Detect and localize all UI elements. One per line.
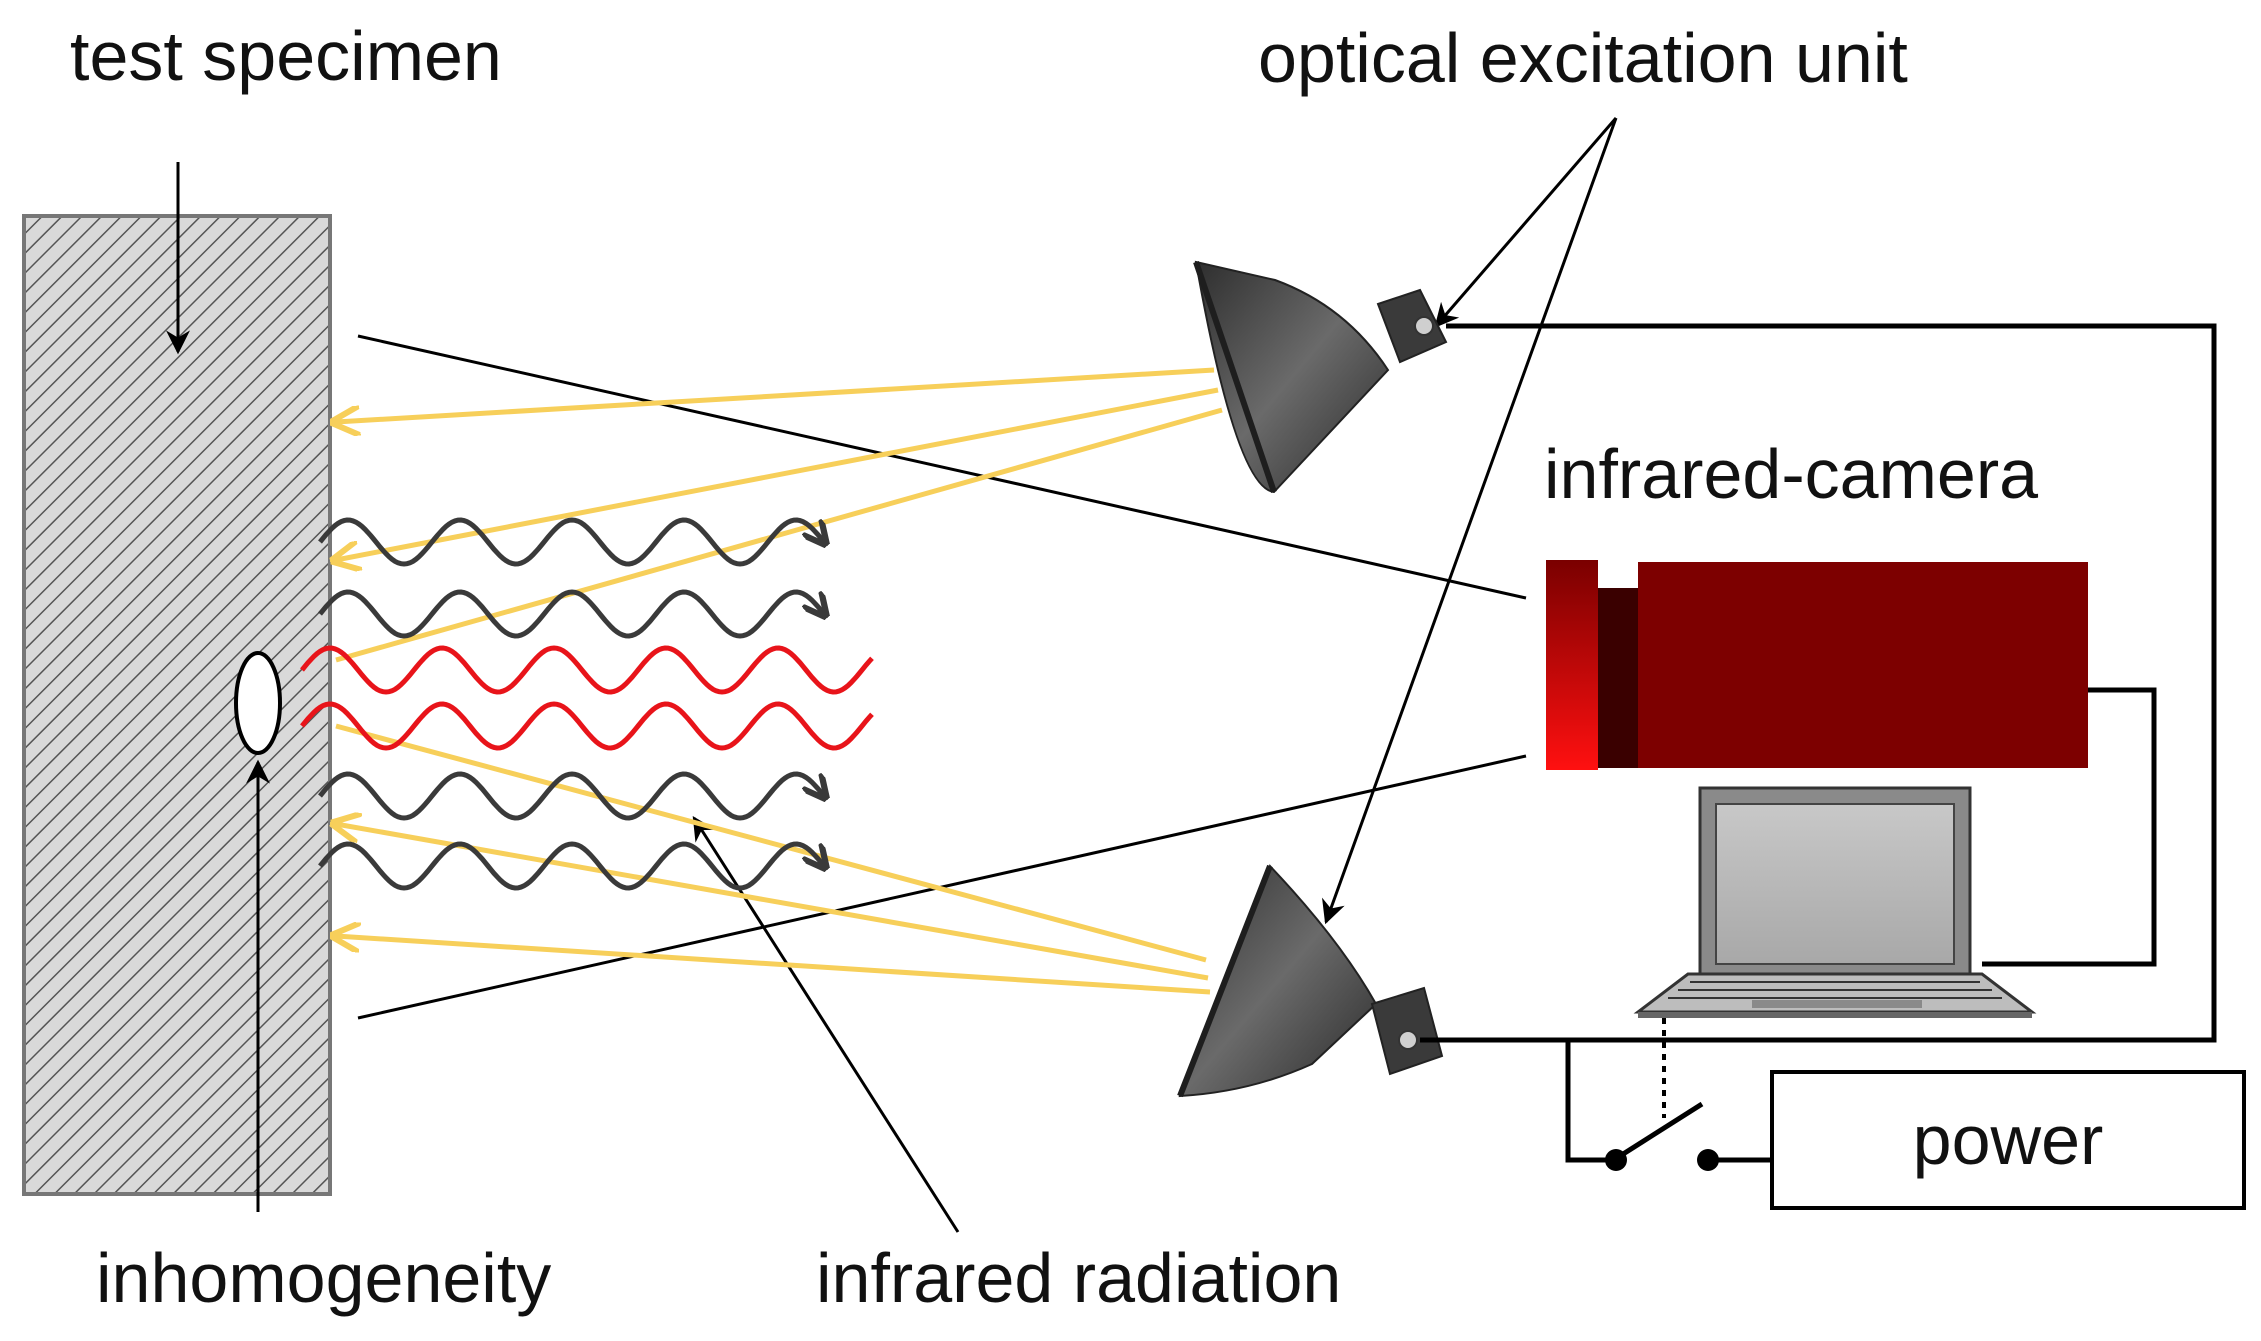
test-specimen-block [22, 214, 332, 1196]
ir-wave-4 [318, 841, 824, 891]
excitation-pointer-lower [1322, 117, 1618, 925]
ir-wave-defect-2 [300, 701, 874, 751]
test-specimen-label: test specimen [70, 17, 502, 95]
excitation-rays-lower [336, 723, 1211, 995]
power-supply-box [1770, 1070, 2246, 1210]
infrared-camera-label: infrared-camera [1544, 435, 2038, 513]
camera-fov-upper [357, 334, 1527, 600]
excitation-rays-upper [336, 367, 1223, 663]
excitation-lamp-lower [1177, 864, 1444, 1098]
optical-excitation-unit-label: optical excitation unit [1258, 19, 1908, 97]
ir-wave-1 [318, 517, 824, 567]
ir-wave-defect-1 [300, 645, 874, 695]
laptop-computer [1633, 786, 2037, 1018]
ir-wave-3 [318, 771, 824, 821]
inhomogeneity-label: inhomogeneity [96, 1239, 551, 1317]
infrared-camera [1546, 560, 2088, 770]
excitation-lamp-upper [1193, 260, 1448, 494]
infrared-waves [300, 517, 874, 891]
power-label: power [1913, 1101, 2104, 1179]
inhomogeneity-void [234, 651, 282, 755]
infrared-radiation-label: infrared radiation [816, 1239, 1341, 1317]
excitation-pointer-upper [1434, 117, 1618, 328]
ir-wave-2 [318, 589, 824, 639]
switch-contact-left [1605, 1149, 1627, 1171]
switch-contact-right [1697, 1149, 1719, 1171]
